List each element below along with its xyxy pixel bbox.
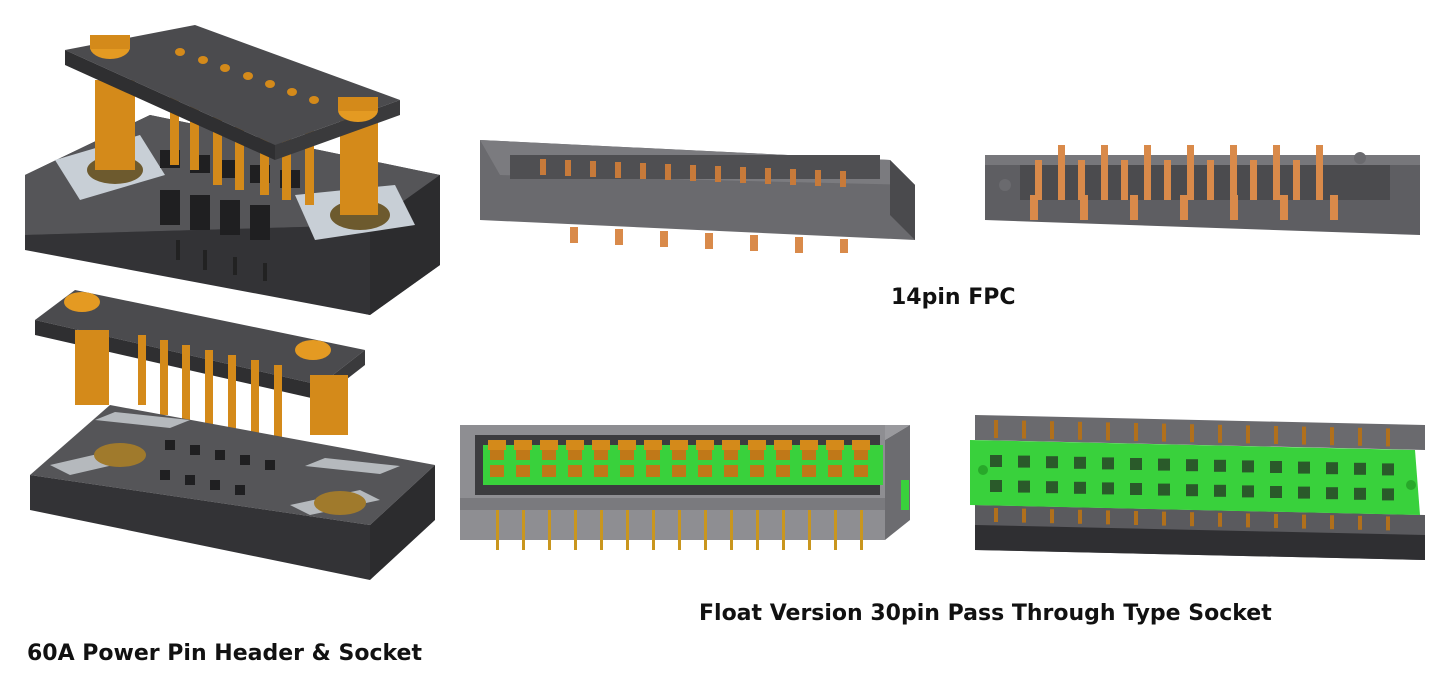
float-socket-30pin-front: [460, 425, 910, 550]
float-socket-caption: Float Version 30pin Pass Through Type So…: [699, 601, 1272, 626]
fpc-connector-back: [985, 145, 1420, 235]
power-connector-caption: 60A Power Pin Header & Socket: [27, 641, 422, 666]
power-header-socket-exploded: [30, 290, 435, 580]
fpc-caption: 14pin FPC: [891, 285, 1016, 310]
power-header-socket-mated: [25, 25, 440, 315]
fpc-connector-front: [480, 140, 915, 253]
float-socket-30pin-top: [970, 415, 1425, 560]
